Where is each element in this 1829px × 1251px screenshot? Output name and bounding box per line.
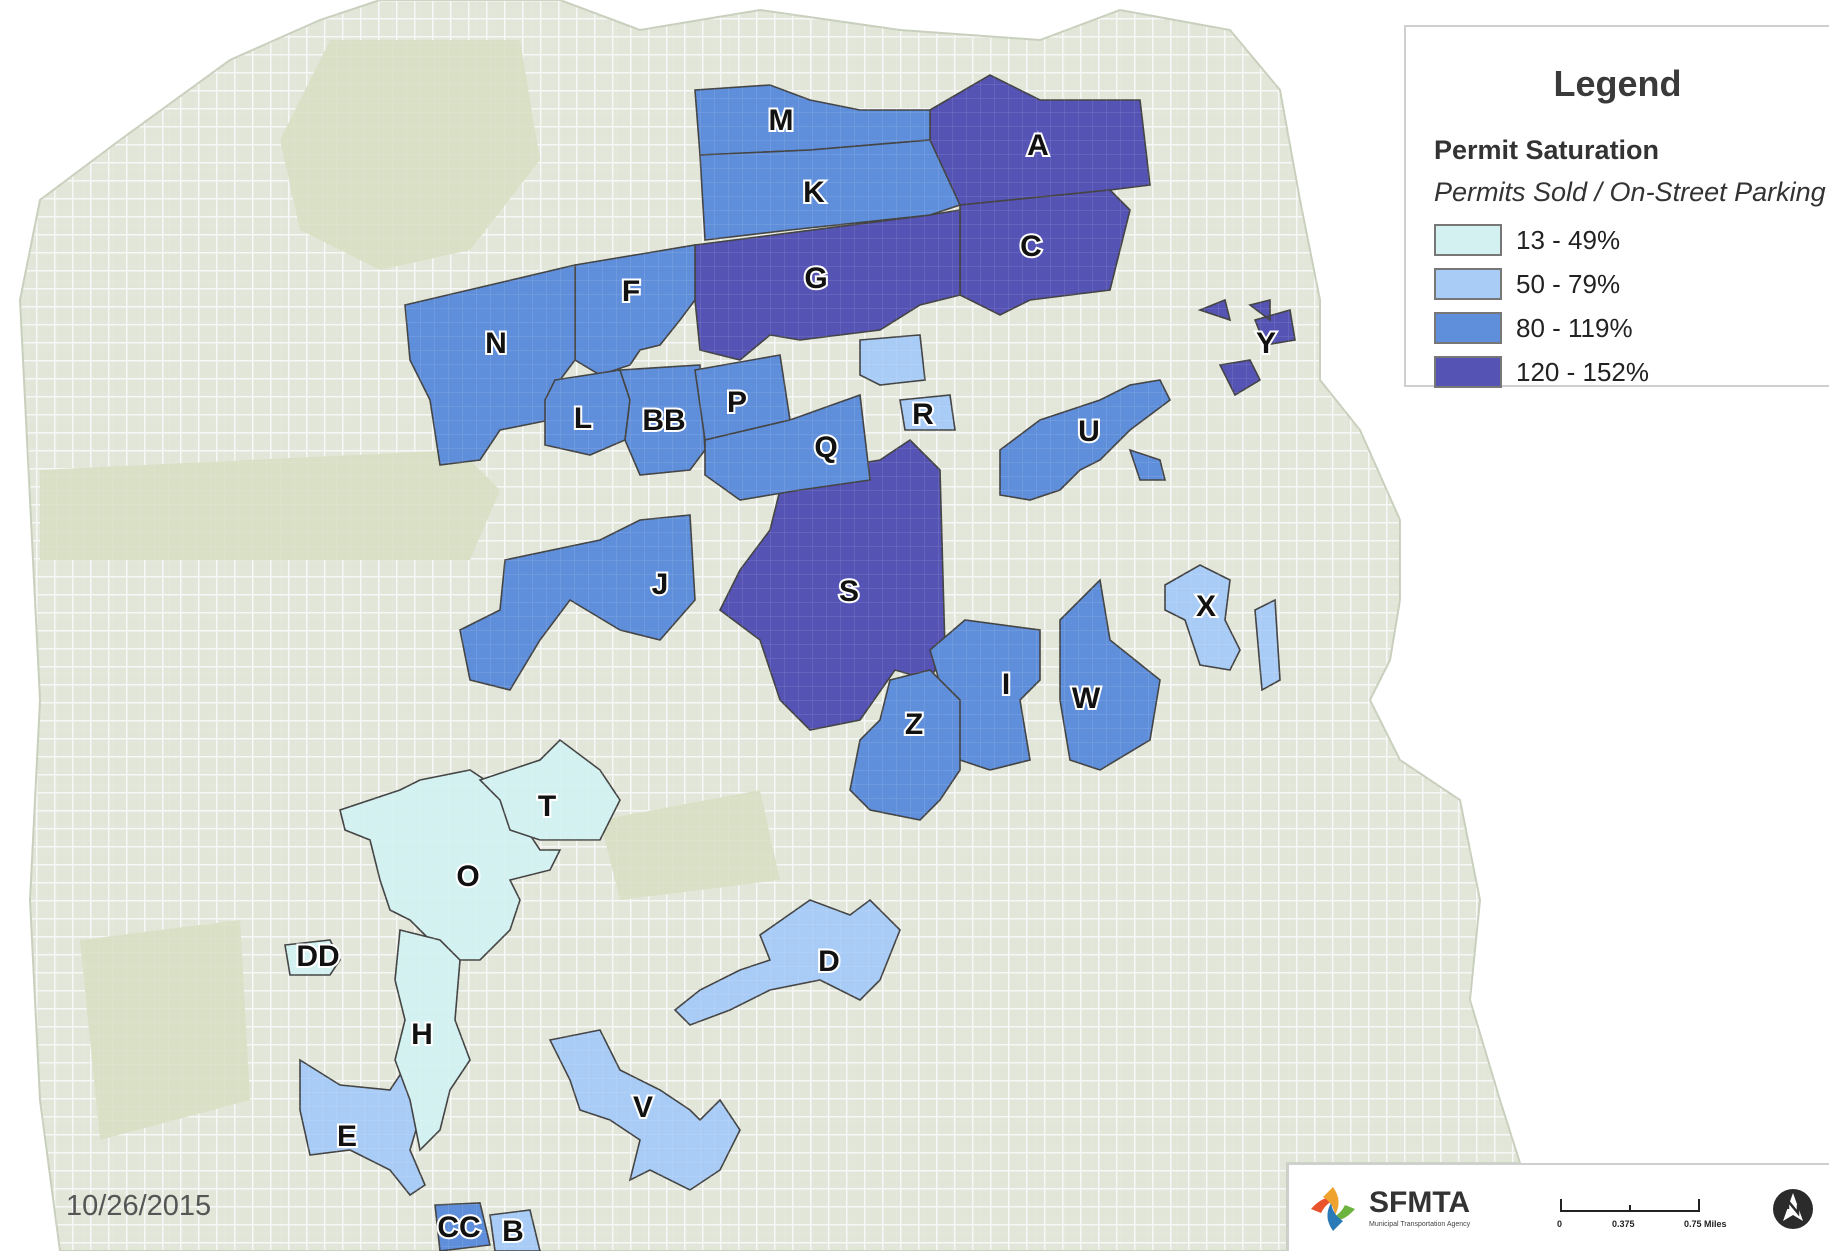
legend-panel: Legend Permit Saturation Permits Sold / … [1404,25,1829,390]
zone-label-I: I [1002,668,1010,701]
zone-label-T: T [538,790,556,823]
zone-label-BB: BB [642,404,685,437]
zone-label-B: B [502,1215,524,1248]
zone-label-O: O [456,860,479,893]
zone-label-P: P [727,386,747,419]
legend-title: Legend [1553,63,1682,104]
map-footer: SFMTA Municipal Transportation Agency 0 … [1287,1163,1829,1251]
sfmta-logo-icon [1311,1187,1355,1231]
zone-label-X: X [1196,590,1216,623]
zone-label-A: A [1027,129,1049,162]
zone-label-S: S [839,575,859,608]
zone-label-M: M [769,104,794,137]
legend-item-label: 13 - 49% [1516,224,1621,255]
legend-item: 120 - 152% [1434,354,1649,390]
zone-label-CC: CC [437,1211,480,1244]
legend-swatch [1434,356,1502,388]
zone-labels: M A K C G F N Y P L BB R U Q J S X I W Z… [294,102,1278,1250]
legend-item-label: 120 - 152% [1516,356,1649,387]
scale-label: 0 [1557,1219,1563,1229]
legend-item: 13 - 49% [1434,222,1620,258]
zone-label-G: G [804,262,827,295]
scale-bar [1560,1199,1700,1212]
legend-swatch [1434,268,1502,300]
zone-label-F: F [622,275,640,308]
legend-item: 50 - 79% [1434,266,1620,302]
zone-label-V: V [633,1091,653,1124]
zone-label-L: L [574,402,592,435]
scale-label: 0.375 [1612,1219,1635,1229]
legend-item: 80 - 119% [1434,310,1633,346]
zone-label-E: E [337,1120,357,1153]
brand-tagline: Municipal Transportation Agency [1369,1221,1471,1228]
zone-label-W: W [1072,682,1101,715]
zone-label-Z: Z [905,708,923,741]
legend-subtitle: Permit Saturation [1434,135,1660,165]
scale-label: 0.75 Miles [1684,1219,1727,1229]
zone-label-U: U [1078,415,1100,448]
north-arrow-icon [1773,1189,1813,1229]
zone-label-C: C [1020,230,1042,263]
legend-item-label: 80 - 119% [1516,312,1633,343]
zone-label-DD: DD [296,940,339,973]
zone-label-J: J [652,568,669,601]
zone-label-H: H [411,1018,433,1051]
zone-label-Y: Y [1256,327,1276,360]
zone-label-R: R [912,398,934,431]
zone-label-Q: Q [814,431,837,464]
legend-item-label: 50 - 79% [1516,268,1621,299]
legend-subtitle-formula: Permits Sold / On-Street Parking [1434,177,1826,207]
slide-date: 10/26/2015 [66,1190,212,1222]
zone-label-N: N [485,327,507,360]
legend-swatch [1434,312,1502,344]
legend-swatch [1434,224,1502,256]
zone-label-K: K [803,176,825,209]
brand-name: SFMTA [1369,1186,1471,1219]
zone-label-D: D [818,945,840,978]
